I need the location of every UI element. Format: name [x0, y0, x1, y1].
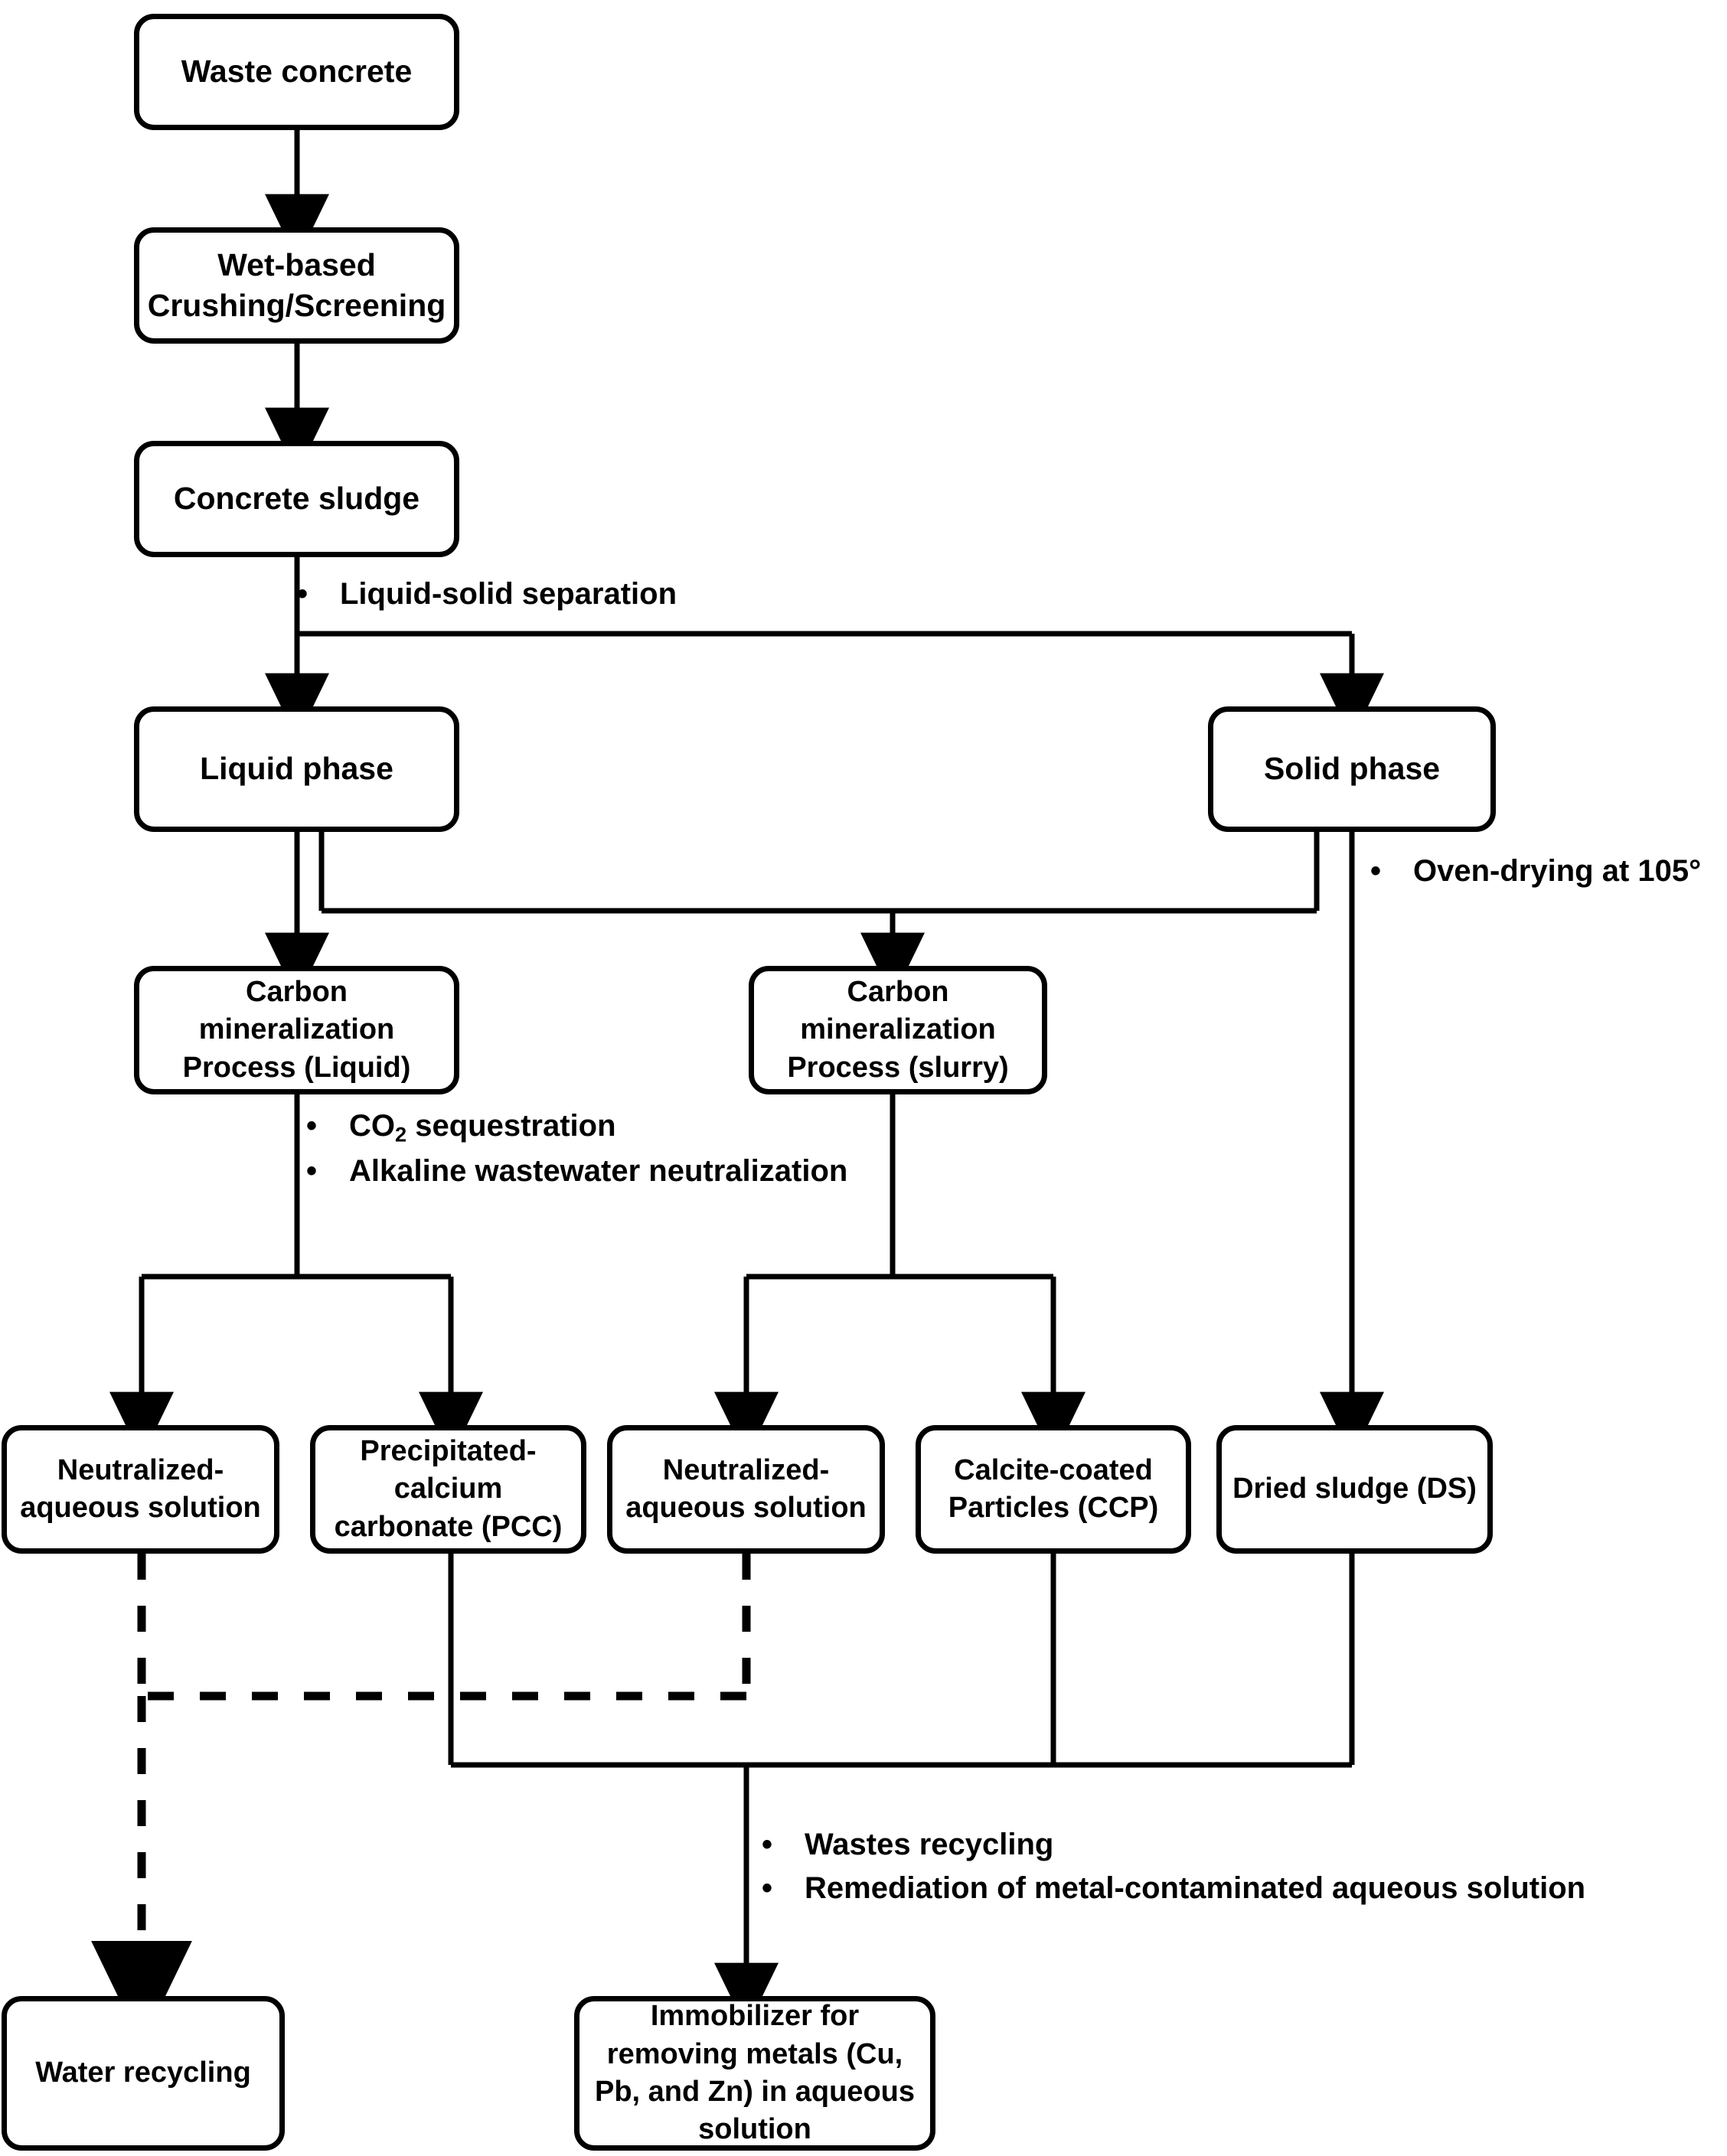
- node-carbon-mineralization-liquid[interactable]: Carbon mineralization Process (Liquid): [134, 966, 459, 1094]
- node-label: Carbon mineralization Process (slurry): [762, 974, 1034, 1087]
- node-carbon-mineralization-slurry[interactable]: Carbon mineralization Process (slurry): [749, 966, 1047, 1094]
- annotation-text-remediation: Remediation of metal-contaminated aqueou…: [805, 1871, 1586, 1905]
- node-label-line4: (PCC): [481, 1510, 563, 1543]
- node-neutralized-aqueous-solution-slurry[interactable]: Neutralized- aqueous solution: [607, 1425, 885, 1554]
- node-label-line1: Precipitated-: [360, 1434, 537, 1467]
- node-label-line1: Immobilizer for: [650, 2000, 860, 2033]
- node-label: Immobilizer for removing metals (Cu, Pb,…: [587, 1998, 922, 2149]
- annotation-row-remediation: • Remediation of metal-contaminated aqueo…: [762, 1867, 1585, 1910]
- node-label: Neutralized- aqueous solution: [620, 1452, 872, 1528]
- node-neutralized-aqueous-solution-liquid[interactable]: Neutralized- aqueous solution: [2, 1425, 279, 1554]
- node-label: Waste concrete: [181, 54, 413, 90]
- node-waste-concrete[interactable]: Waste concrete: [134, 14, 459, 130]
- annotation-text-co2-sub: 2: [395, 1122, 407, 1146]
- node-wet-based-crushing-screening[interactable]: Wet-based Crushing/Screening: [134, 227, 459, 344]
- node-label: Carbon mineralization Process (Liquid): [147, 974, 446, 1087]
- node-label: Solid phase: [1263, 751, 1441, 787]
- node-label: Dried sludge (DS): [1232, 1470, 1477, 1508]
- bullet-icon: •: [1370, 854, 1382, 888]
- node-precipitated-calcium-carbonate[interactable]: Precipitated- calcium carbonate (PCC): [310, 1425, 586, 1554]
- annotation-recycling-benefits: • Wastes recycling • Remediation of metal-…: [762, 1823, 1585, 1910]
- annotation-row: • Oven-drying at 105°: [1370, 850, 1701, 893]
- node-label: Precipitated- calcium carbonate (PCC): [323, 1433, 573, 1546]
- annotation-row-co2: • CO2 sequestration: [306, 1104, 847, 1150]
- node-label-line3: (CCP): [1077, 1492, 1159, 1524]
- node-label: Water recycling: [35, 2054, 251, 2092]
- annotation-liquid-solid-separation: • Liquid-solid separation: [297, 572, 677, 616]
- bullet-icon: •: [306, 1154, 318, 1189]
- node-label-line2: calcium: [393, 1473, 503, 1505]
- bullet-icon: •: [306, 1109, 318, 1143]
- node-label-line2: mineralization: [198, 1013, 395, 1046]
- node-label-line3: Process (slurry): [787, 1051, 1009, 1084]
- annotation-row-alkaline: • Alkaline wastewater neutralization: [306, 1150, 847, 1193]
- annotation-text: Liquid-solid separation: [340, 577, 677, 611]
- node-label: Wet-based Crushing/Screening: [147, 245, 446, 327]
- node-label-line2: Particles: [948, 1492, 1070, 1524]
- annotation-text-co2-pre: CO: [349, 1109, 395, 1143]
- node-label-line2: recycling: [122, 2057, 251, 2089]
- node-label-line1: Water: [35, 2057, 116, 2089]
- node-label-line3: solution: [148, 1492, 261, 1524]
- node-label-line2: aqueous: [20, 1492, 140, 1524]
- annotation-text-alkaline: Alkaline wastewater neutralization: [349, 1154, 848, 1189]
- node-label: Calcite-coated Particles (CCP): [929, 1452, 1178, 1528]
- node-label-line3: solution: [753, 1492, 867, 1524]
- bullet-icon: •: [762, 1871, 773, 1905]
- node-label-line1: Dried sludge: [1232, 1473, 1409, 1505]
- node-liquid-phase[interactable]: Liquid phase: [134, 706, 459, 832]
- node-label-line1: Neutralized-: [662, 1453, 830, 1486]
- annotation-text: Oven-drying at 105°: [1413, 854, 1702, 888]
- node-concrete-sludge[interactable]: Concrete sludge: [134, 441, 459, 557]
- node-label-line2: mineralization: [800, 1013, 996, 1046]
- node-label-line3: (Cu, Pb, and Zn): [594, 2037, 903, 2108]
- node-label: Neutralized- aqueous solution: [15, 1452, 266, 1528]
- bullet-icon: •: [762, 1828, 773, 1861]
- node-solid-phase[interactable]: Solid phase: [1208, 706, 1496, 832]
- node-label-line3: Process (Liquid): [182, 1051, 411, 1084]
- node-dried-sludge[interactable]: Dried sludge (DS): [1216, 1425, 1493, 1554]
- node-immobilizer-for-removing-metals[interactable]: Immobilizer for removing metals (Cu, Pb,…: [574, 1996, 935, 2151]
- node-water-recycling[interactable]: Water recycling: [2, 1996, 285, 2151]
- annotation-carbon-mineralization-benefits: • CO2 sequestration • Alkaline wastewater …: [306, 1104, 847, 1193]
- node-label-line1: Calcite-coated: [954, 1453, 1153, 1486]
- node-label-line2: aqueous: [625, 1492, 746, 1524]
- annotation-text-wastes: Wastes recycling: [805, 1828, 1054, 1861]
- node-label-line1: Wet-based: [217, 246, 376, 282]
- bullet-icon: •: [297, 577, 309, 611]
- annotation-text-co2-post: sequestration: [406, 1109, 616, 1143]
- node-label-line3: carbonate: [334, 1510, 474, 1543]
- node-calcite-coated-particles[interactable]: Calcite-coated Particles (CCP): [916, 1425, 1191, 1554]
- node-label-line4: in aqueous solution: [698, 2076, 915, 2146]
- node-label-line1: Carbon: [847, 975, 949, 1008]
- annotation-row-wastes: • Wastes recycling: [762, 1823, 1585, 1867]
- node-label-line1: Carbon: [246, 975, 348, 1008]
- node-label-line1: Neutralized-: [57, 1453, 224, 1486]
- node-label: Concrete sludge: [173, 481, 420, 517]
- node-label-line2: removing metals: [606, 2037, 838, 2070]
- annotation-oven-drying: • Oven-drying at 105°: [1370, 850, 1701, 893]
- node-label-line2: Crushing/Screening: [147, 288, 446, 323]
- annotation-row: • Liquid-solid separation: [297, 572, 677, 616]
- node-label: Liquid phase: [200, 751, 393, 787]
- node-label-line2: (DS): [1416, 1473, 1477, 1505]
